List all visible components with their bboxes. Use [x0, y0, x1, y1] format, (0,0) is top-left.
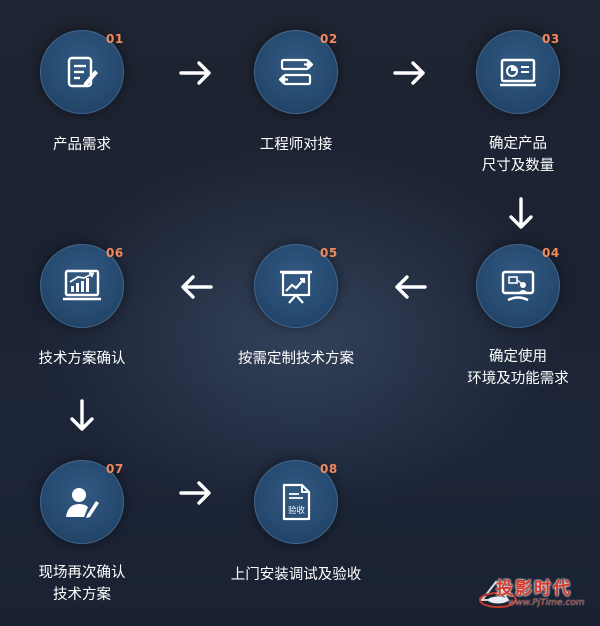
arrow-left-icon — [178, 272, 214, 302]
step-label: 确定使用 环境及功能需求 — [467, 349, 569, 387]
presentation-screen-icon — [500, 58, 536, 87]
step-number: 02 — [320, 32, 338, 46]
watermark-url: www.PjTime.com — [508, 598, 585, 608]
step-circle — [40, 244, 124, 328]
growth-chart-icon — [63, 269, 101, 301]
edit-list-icon — [67, 56, 98, 88]
step-label: 产品需求 — [53, 137, 111, 153]
step-number: 05 — [320, 246, 338, 260]
pjtime-logo — [479, 580, 517, 608]
step-circle — [40, 30, 124, 114]
step-number: 08 — [320, 462, 338, 476]
svg-text:验收: 验收 — [288, 505, 306, 516]
watermark: 投影时代 www.PjTime.com — [478, 568, 598, 620]
acceptance-document-icon: 验收 — [282, 483, 311, 521]
step-number: 07 — [106, 462, 124, 476]
arrow-down-icon — [67, 398, 97, 434]
arrow-right-icon — [178, 478, 214, 508]
user-edit-icon — [66, 488, 99, 518]
step-number: 04 — [542, 246, 560, 260]
arrow-right-icon — [392, 58, 428, 88]
step-label: 确定产品 尺寸及数量 — [481, 136, 555, 174]
step-label: 上门安装调试及验收 — [230, 567, 362, 583]
monitor-settings-icon — [501, 270, 535, 302]
step-number: 06 — [106, 246, 124, 260]
step-circle — [476, 30, 560, 114]
trend-board-icon — [280, 270, 312, 304]
step-label: 现场再次确认 技术方案 — [38, 565, 126, 603]
step-circle — [254, 30, 338, 114]
step-circle — [254, 244, 338, 328]
arrow-down-icon — [506, 196, 536, 232]
watermark-text: 投影时代 — [496, 579, 572, 599]
step-number: 01 — [106, 32, 124, 46]
step-circle: 验收 — [254, 460, 338, 544]
step-label: 按需定制技术方案 — [238, 351, 354, 367]
step-circle — [40, 460, 124, 544]
arrow-right-icon — [178, 58, 214, 88]
step-number: 03 — [542, 32, 560, 46]
arrow-left-icon — [392, 272, 428, 302]
step-label: 技术方案确认 — [38, 351, 126, 367]
step-label: 工程师对接 — [259, 137, 333, 153]
exchange-arrows-icon — [278, 58, 314, 86]
step-circle — [476, 244, 560, 328]
